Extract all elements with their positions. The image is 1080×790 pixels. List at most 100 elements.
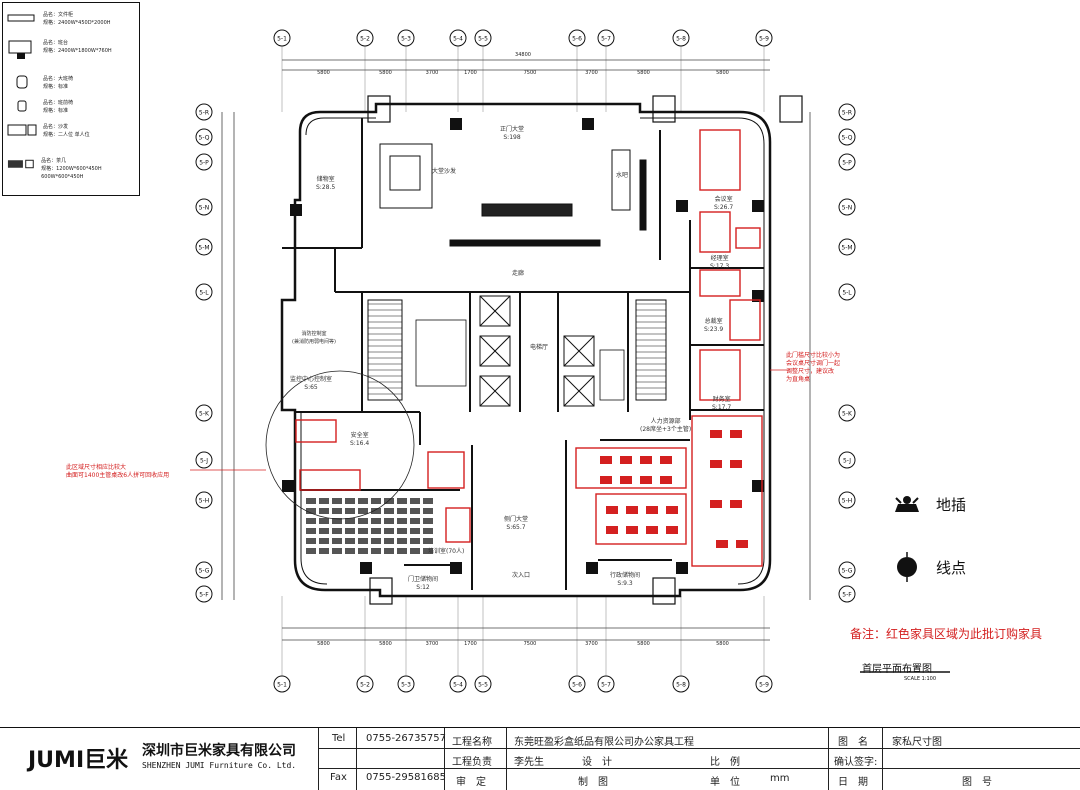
axis-bubble-right [838,198,856,216]
unit-value: mm [770,773,790,784]
dimension-label: 5800 [379,70,392,76]
legend-name: 品名：茶几 [41,158,67,164]
axis-bubble-top [568,29,586,47]
file-cabinet-icon [7,14,35,22]
legend-name: 品名：班台 [43,40,69,46]
axis-bubble-top-label: 5-1 [277,36,287,43]
axis-bubble-top-label: 5-6 [572,36,582,43]
axis-bubble-top-label: 5-4 [453,36,463,43]
axis-bubble-bottom [356,675,374,693]
axis-bubble-left-label: 5-F [199,592,209,599]
sofa-icon [7,124,37,136]
axis-bubble-top [597,29,615,47]
legend-item-boss-chair: 品名：大班椅规格：标准 [7,75,73,91]
key-wire-point: 线点 [892,552,966,582]
room-corridor: 走廊 [512,270,525,277]
axis-bubble-left-label: 5-L [199,290,209,297]
dimension-label: 3700 [585,70,598,76]
note-left: 此区域尺寸相应比较大 曲面可1400主管桌改6人拼可回收应用 [66,464,170,479]
legend-item-file-cabinet: 品名：文件柜规格：2400W*450D*2000H [7,11,111,27]
room-warehouse-admin: 行政储物间 S:9.3 [610,572,641,587]
room-sofa: 大堂沙发 [432,168,457,175]
room-main-hall: 正门大堂 S:198 [500,126,525,141]
note-right: 此门槛尺寸比较小为 会议桌尺寸调门一起 调整尺寸，建议改 为直角桌 [786,352,841,383]
axis-bubble-right [838,491,856,509]
dimension-label: 5800 [637,70,650,76]
key-floor-socket: 地插 [892,492,966,516]
design-label: 设 计 [582,757,612,768]
dimension-label: 7500 [524,641,537,647]
floor-socket-icon [895,496,919,512]
title-block: JUMI巨米 深圳市巨米家具有限公司 SHENZHEN JUMI Furnitu… [0,727,1080,790]
legend-name: 品名：沙发 [43,124,69,130]
number-label: 图 号 [962,777,992,788]
company-name-en: SHENZHEN JUMI Furniture Co. Ltd. [142,761,297,770]
axis-bubble-left [195,491,213,509]
tel-value: 0755-26735757 [366,733,446,744]
axis-bubble-left [195,283,213,301]
room-general-manager: 总裁室 S:23.9 [704,318,724,333]
unit-label: 单 位 [710,777,740,788]
legend-name: 品名：大班椅 [43,76,74,82]
ratio-label: 比 例 [710,757,740,768]
fax-label: Fax [330,772,347,783]
drawing-name-label: 图 名 [838,737,868,748]
dimension-label: 5800 [637,641,650,647]
draw-label: 制 图 [578,777,608,788]
wire-point-icon [897,552,917,582]
axis-bubble-left [195,103,213,121]
overall-dimension: 34800 [515,52,531,58]
axis-bubble-bottom-label: 5-5 [478,682,488,689]
room-sub-entry: 次入口 [512,572,531,579]
axis-bubble-top [397,29,415,47]
axis-bubble-left [195,198,213,216]
room-training: 培训室(70人) [428,548,465,555]
axis-bubble-right-label: 5-Q [842,135,853,142]
axis-bubble-left [195,238,213,256]
axis-bubble-right [838,404,856,422]
room-hr: 人力资源部 (28席坐+3个主管) [640,418,692,433]
axis-bubble-bottom [568,675,586,693]
axis-bubble-right [838,238,856,256]
axis-bubble-bottom-label: 5-7 [601,682,611,689]
plan-title: 首层平面布置图 [862,664,932,675]
legend-item-tea-table: 品名：茶几规格：1200W*600*450H 600W*600*450H [7,157,139,181]
axis-bubble-bottom-label: 5-6 [572,682,582,689]
axis-bubble-bottom-label: 5-9 [759,682,769,689]
axis-bubble-right-label: 5-L [842,290,852,297]
legend-spec: 规格：标准 [43,84,69,90]
axis-bubble-bottom [597,675,615,693]
dimension-label: 5800 [379,641,392,647]
axis-bubble-bottom [273,675,291,693]
company-name-cn: 深圳市巨米家具有限公司 [142,743,296,759]
axis-bubble-left [195,153,213,171]
room-elevator-hall: 电梯厅 [530,344,549,351]
axis-bubble-left [195,404,213,422]
check-label: 审 定 [456,777,486,788]
owner-value: 李先生 [514,757,544,768]
legend-name: 品名：文件柜 [43,12,74,18]
axis-bubble-right-label: 5-N [842,205,852,212]
room-fire-control: 消防控制室 (兼消防用弱电间等) [292,331,336,345]
plan-scale: SCALE 1:100 [904,676,937,682]
axis-bubble-left-label: 5-R [199,110,209,117]
legend-item-desk: 品名：班台规格：2400W*1800W*760H [7,39,112,61]
axis-bubble-right-label: 5-F [842,592,852,599]
axis-bubble-right-label: 5-R [842,110,852,117]
axis-bubble-right [838,451,856,469]
room-water-bar: 水吧 [616,172,629,179]
axis-bubble-top-label: 5-9 [759,36,769,43]
legend-name: 品名：班前椅 [43,100,74,106]
dimension-label: 1700 [464,641,477,647]
logo: JUMI巨米 [28,748,129,773]
axis-bubble-right-label: 5-P [842,160,852,167]
fax-value: 0755-29581685 [366,772,446,783]
dimension-label: 5800 [317,641,330,647]
axis-bubble-bottom-label: 5-3 [401,682,411,689]
dimension-label: 3700 [585,641,598,647]
dimension-label: 1700 [464,70,477,76]
legend-item-sofa: 品名：沙发规格：二人位 单人位 [7,123,90,139]
dimension-label: 3700 [426,641,439,647]
axis-bubble-left-label: 5-J [200,458,208,465]
axis-bubble-bottom [672,675,690,693]
